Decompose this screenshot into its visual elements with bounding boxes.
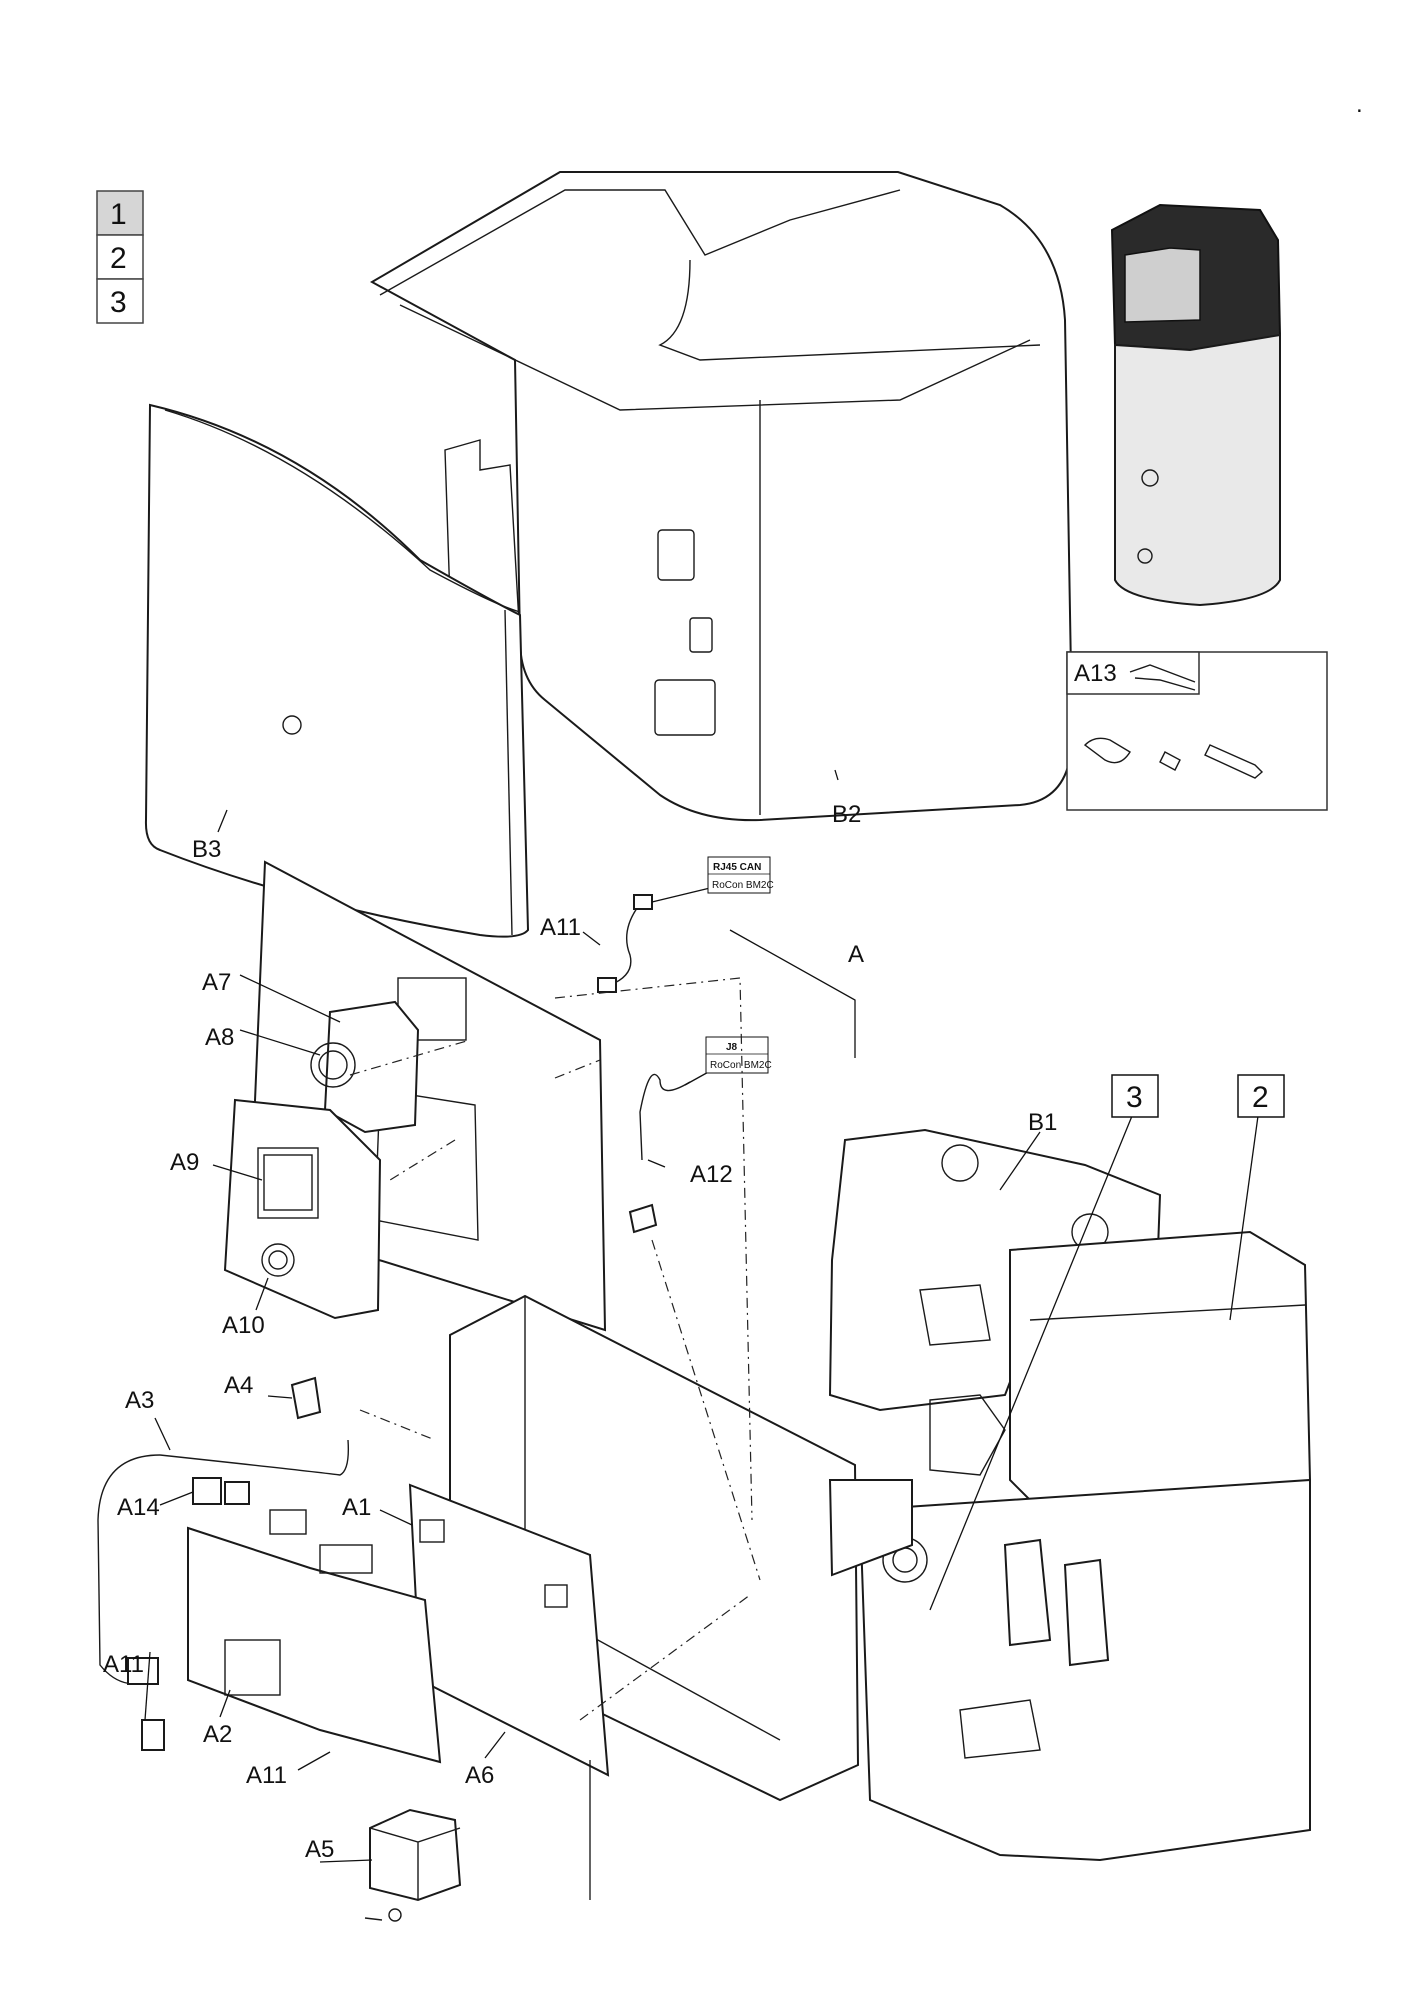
pliers-icon <box>1129 664 1196 691</box>
j8-sub: RoCon BM2C <box>710 1060 772 1071</box>
alignment-lines <box>349 977 761 1900</box>
label-a1: A1 <box>342 1494 371 1521</box>
pcb-a1-drawing <box>187 1483 610 1777</box>
label-a4: A4 <box>224 1372 253 1399</box>
label-a11-left: A11 <box>103 1651 144 1678</box>
leader-lines <box>144 769 1259 1863</box>
page-tab-3[interactable]: 3 <box>110 286 127 319</box>
j8-title: J8 <box>726 1042 738 1053</box>
label-a9: A9 <box>170 1149 199 1176</box>
page-tab-1[interactable]: 1 <box>110 198 127 231</box>
control-unit-a9-drawing <box>223 1098 382 1320</box>
page-tabs[interactable]: 1 2 3 <box>96 190 144 324</box>
rj45-sub: RoCon BM2C <box>712 880 774 891</box>
label-a7: A7 <box>202 969 231 996</box>
front-panel-b3-drawing <box>144 403 530 938</box>
label-b1: B1 <box>1028 1109 1057 1136</box>
accessory-box-a13: A13 <box>1066 651 1328 811</box>
label-a10: A10 <box>222 1312 265 1339</box>
page-tab-1-box[interactable] <box>96 190 144 236</box>
j8-cable-a12: J8 RoCon BM2C <box>628 1036 772 1234</box>
label-a6: A6 <box>465 1762 494 1789</box>
label-a3: A3 <box>125 1387 154 1414</box>
page-tab-3-box[interactable] <box>96 278 144 324</box>
ref-box-2: 2 <box>1252 1081 1269 1114</box>
transformer-a5-drawing <box>364 1808 462 1922</box>
corner-mark: . <box>1356 91 1363 118</box>
rj45-title: RJ45 CAN <box>713 862 761 873</box>
label-a8: A8 <box>205 1024 234 1051</box>
callout-labels: B2 B3 A11 A A7 A8 A9 A12 A10 B1 A4 A3 A1… <box>103 801 1057 1863</box>
module-a7-a8-drawing <box>310 1000 420 1134</box>
page-tab-2[interactable]: 2 <box>110 242 127 275</box>
label-a14: A14 <box>117 1494 160 1521</box>
label-a13: A13 <box>1074 660 1117 687</box>
rj45-tag <box>707 856 771 894</box>
heat-pump-body-b1-drawing <box>828 1128 1312 1862</box>
cable-harness-drawing <box>97 1376 350 1751</box>
label-a: A <box>848 941 864 968</box>
label-a11-bottom: A11 <box>246 1762 287 1789</box>
label-a5: A5 <box>305 1836 334 1863</box>
label-b3: B3 <box>192 836 221 863</box>
label-a11-top: A11 <box>540 914 581 941</box>
j8-tag <box>705 1036 769 1074</box>
label-b2: B2 <box>832 801 861 828</box>
label-a2: A2 <box>203 1721 232 1748</box>
reference-boxes: 3 2 <box>1111 1074 1285 1118</box>
unit-thumbnail-drawing <box>1110 203 1282 607</box>
ref-box-3: 3 <box>1126 1081 1143 1114</box>
label-a12: A12 <box>690 1161 733 1188</box>
rj45-cable-a11: RJ45 CAN RoCon BM2C <box>597 856 774 993</box>
